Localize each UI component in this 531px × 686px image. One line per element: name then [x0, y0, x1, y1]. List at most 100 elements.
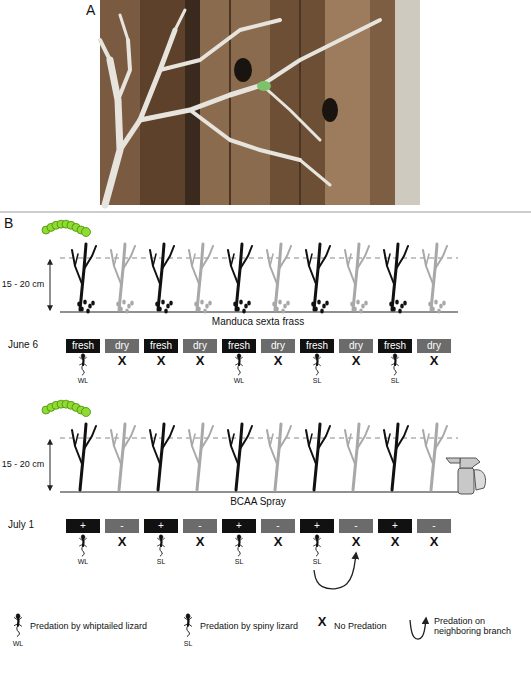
no-predation-mark: X — [426, 354, 442, 369]
photo-panel — [100, 0, 420, 205]
treatment-label: + — [158, 519, 164, 533]
treatment-label: dry — [193, 339, 207, 353]
treatment-caption: Manduca sexta frass — [158, 316, 358, 328]
no-predation-mark: X — [153, 354, 169, 369]
treatment-box: - — [105, 519, 139, 533]
treatment-label: - — [276, 519, 279, 533]
treatment-label: fresh — [150, 339, 172, 353]
branch-icon — [111, 424, 135, 490]
treatment-box: fresh — [144, 339, 178, 353]
dimension-arrow — [50, 260, 51, 310]
lizard-code: SL — [381, 377, 409, 385]
treatment-box: dry — [339, 339, 373, 353]
lizard-code: WL — [69, 377, 97, 385]
lizard-code: WL — [6, 640, 30, 648]
frass-pellets — [77, 299, 95, 313]
treatment-label: fresh — [72, 339, 94, 353]
no-predation-mark: X — [314, 615, 330, 630]
legend-arrow — [410, 618, 426, 639]
lizard-icon — [184, 614, 191, 636]
lizard-code: SL — [303, 377, 331, 385]
lizard-icon — [236, 535, 243, 556]
treatment-box: - — [261, 519, 295, 533]
legend-entry: Predation by spiny lizard — [200, 621, 315, 631]
treatment-box: + — [144, 519, 178, 533]
branch-icon — [306, 424, 330, 490]
branch-icon — [345, 424, 369, 490]
lizard-icon — [14, 614, 21, 636]
treatment-box: + — [66, 519, 100, 533]
branch-icon — [267, 244, 291, 310]
treatment-box: dry — [261, 339, 295, 353]
branch-icon — [423, 424, 447, 490]
branch-row — [50, 424, 458, 492]
branch-icon — [306, 244, 330, 310]
panel-letter: B — [4, 215, 20, 231]
lizard-icon — [236, 354, 243, 375]
legend-entry: No Predation — [334, 621, 404, 631]
frass-pellets — [311, 299, 329, 313]
no-predation-mark: X — [270, 354, 286, 369]
treatment-label: + — [236, 519, 242, 533]
treatment-box: dry — [417, 339, 451, 353]
treatment-label: dry — [427, 339, 441, 353]
dimension-arrow — [50, 440, 51, 490]
treatment-label: - — [198, 519, 201, 533]
spray-bottle — [446, 458, 486, 494]
no-predation-mark: X — [348, 535, 364, 550]
treatment-label: fresh — [306, 339, 328, 353]
branch-icon — [72, 424, 96, 490]
branch-icon — [345, 244, 369, 310]
treatment-box: + — [378, 519, 412, 533]
treatment-box: fresh — [378, 339, 412, 353]
lizard-icon — [158, 535, 165, 556]
frass-pellets — [155, 299, 173, 313]
treatment-box: fresh — [222, 339, 256, 353]
date-label: July 1 — [8, 519, 64, 531]
frass-pellets — [233, 299, 251, 313]
treatment-box: fresh — [66, 339, 100, 353]
branch-icon — [228, 424, 252, 490]
no-predation-mark: X — [348, 354, 364, 369]
date-label: June 6 — [8, 339, 64, 351]
branch-icon — [150, 424, 174, 490]
lizard-code: SL — [176, 640, 200, 648]
treatment-label: dry — [271, 339, 285, 353]
no-predation-mark: X — [114, 535, 130, 550]
lizard-icon — [80, 535, 87, 556]
treatment-box: + — [300, 519, 334, 533]
treatment-box: fresh — [300, 339, 334, 353]
treatment-label: - — [432, 519, 435, 533]
lizard-icon — [314, 535, 321, 556]
no-predation-mark: X — [192, 535, 208, 550]
frass-pellets — [272, 299, 290, 313]
treatment-label: + — [80, 519, 86, 533]
branch-icon — [111, 244, 135, 310]
frass-pellets — [428, 299, 446, 313]
lizard-code: WL — [69, 558, 97, 566]
ground-line — [60, 491, 458, 492]
treatment-box: + — [222, 519, 256, 533]
branch-icon — [189, 244, 213, 310]
branch-icon — [189, 424, 213, 490]
treatment-label: dry — [349, 339, 363, 353]
caterpillar-icon — [42, 220, 91, 236]
lizard-icon — [80, 354, 87, 375]
no-predation-mark: X — [270, 535, 286, 550]
treatment-label: - — [354, 519, 357, 533]
no-predation-mark: X — [426, 535, 442, 550]
no-predation-mark: X — [387, 535, 403, 550]
treatment-box: - — [183, 519, 217, 533]
lizard-icon — [314, 354, 321, 375]
branch-icon — [384, 244, 408, 310]
treatment-box: dry — [183, 339, 217, 353]
treatment-caption: BCAA Spray — [158, 496, 358, 508]
caterpillar-icon — [42, 400, 91, 416]
treatment-label: + — [392, 519, 398, 533]
frass-pellets — [350, 299, 368, 313]
treatment-label: - — [120, 519, 123, 533]
branch-row — [50, 244, 458, 314]
treatment-box: - — [339, 519, 373, 533]
frass-pellets — [116, 299, 134, 313]
